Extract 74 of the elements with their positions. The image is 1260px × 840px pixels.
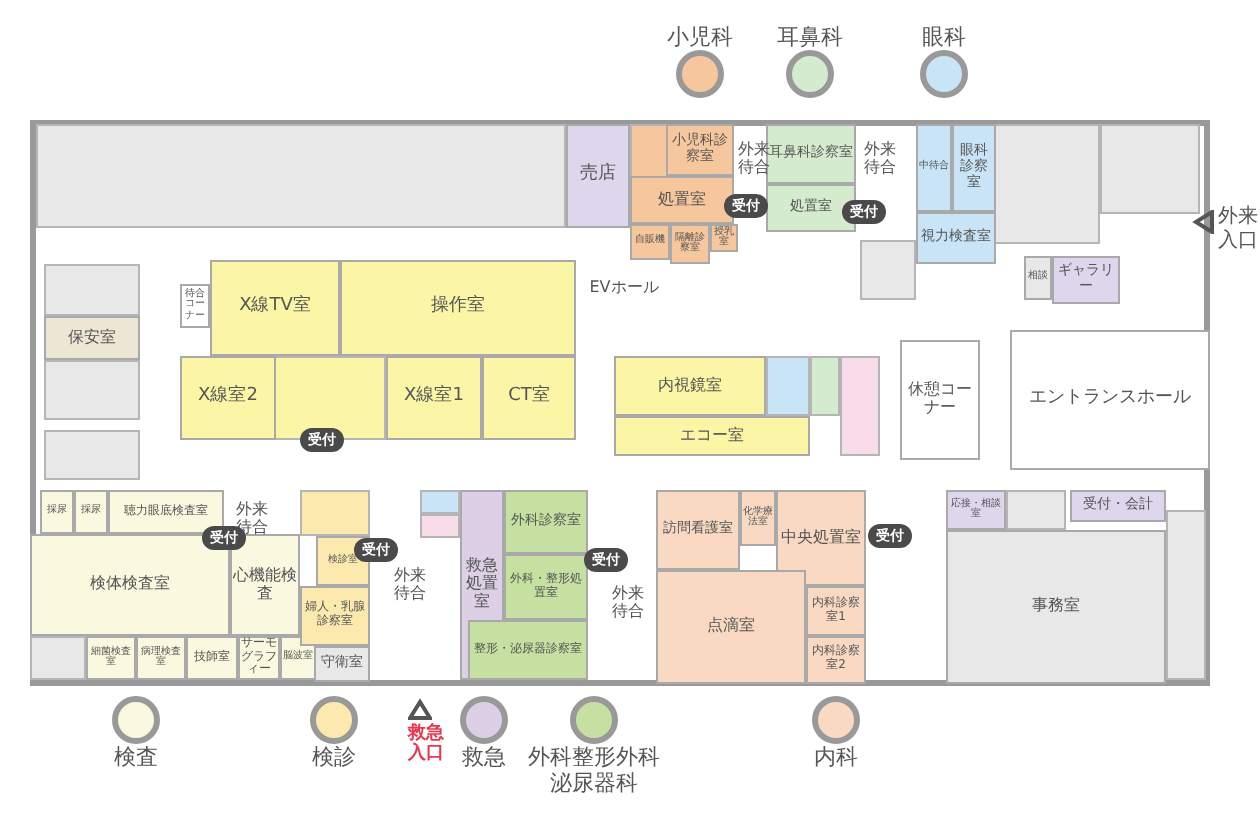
room <box>614 356 766 416</box>
room <box>952 124 996 212</box>
room <box>916 212 996 264</box>
area-label: 外来待合 <box>610 584 646 621</box>
area-label: 外来待合 <box>862 140 898 177</box>
room-name: 休憩コーナー <box>906 382 974 418</box>
room <box>44 316 140 360</box>
room <box>630 224 670 260</box>
area-label: 外来待合 <box>392 566 428 603</box>
area-label: 外来待合 <box>736 140 770 177</box>
room-name: X線TV室 <box>239 298 311 318</box>
legend-label: 小児科 <box>667 24 733 51</box>
room <box>666 124 734 176</box>
room <box>776 490 866 586</box>
room <box>916 124 952 212</box>
legend-label: 外科整形外科泌尿器科 <box>528 744 660 797</box>
room-name: 点滴室 <box>707 618 755 636</box>
room <box>136 636 186 680</box>
room-name: 中央処置室 <box>781 529 861 547</box>
room <box>740 490 776 546</box>
room <box>946 530 1166 684</box>
room <box>40 490 74 534</box>
legend-label: 耳鼻科 <box>777 24 843 51</box>
room <box>86 636 136 680</box>
room <box>210 260 340 356</box>
room <box>186 636 238 680</box>
room <box>1070 490 1166 522</box>
room <box>482 356 576 440</box>
room-name: 事務室 <box>1032 598 1080 616</box>
legend-label: 検診 <box>312 744 356 771</box>
room <box>180 356 276 440</box>
room <box>314 646 370 682</box>
room-name: X線室1 <box>404 388 464 408</box>
room-name: 処置室 <box>658 191 706 209</box>
room <box>656 490 740 570</box>
room <box>806 586 866 636</box>
room <box>504 490 588 554</box>
room <box>74 490 108 534</box>
room <box>766 124 856 184</box>
legend-label: 内科 <box>814 744 858 771</box>
area-label: EVホール <box>587 278 661 297</box>
room <box>900 340 980 460</box>
room <box>656 570 806 684</box>
room <box>300 586 370 646</box>
room-name: 検体検査室 <box>90 576 170 594</box>
room-name: 救急処置室 <box>464 558 500 612</box>
room <box>504 554 588 620</box>
legend-label: 検査 <box>114 744 158 771</box>
legend-label: 救急 <box>462 744 506 771</box>
room <box>670 224 710 264</box>
room-name: 心機能検査 <box>232 567 298 603</box>
room <box>614 416 810 456</box>
room-name: 売店 <box>580 166 616 186</box>
entrance-label: 救急入口 <box>405 724 446 766</box>
room-name: X線室2 <box>198 388 258 408</box>
room <box>468 620 588 680</box>
room <box>1024 256 1052 300</box>
room <box>1052 256 1120 304</box>
room-name: エコー室 <box>680 427 744 445</box>
room-name: 操作室 <box>431 298 485 318</box>
legend-label: 眼科 <box>922 24 966 51</box>
room <box>946 490 1006 530</box>
room-name: エントランスホール <box>1029 390 1191 410</box>
room-name: 保安室 <box>68 329 116 347</box>
room <box>340 260 576 356</box>
entrance-label: 外来入口 <box>1216 206 1260 252</box>
room <box>386 356 482 440</box>
room <box>806 636 866 684</box>
room <box>1010 330 1210 470</box>
room-name: 内視鏡室 <box>658 377 722 395</box>
room <box>108 490 224 534</box>
room <box>566 124 630 228</box>
room <box>630 176 734 224</box>
room-name: CT室 <box>508 388 550 408</box>
